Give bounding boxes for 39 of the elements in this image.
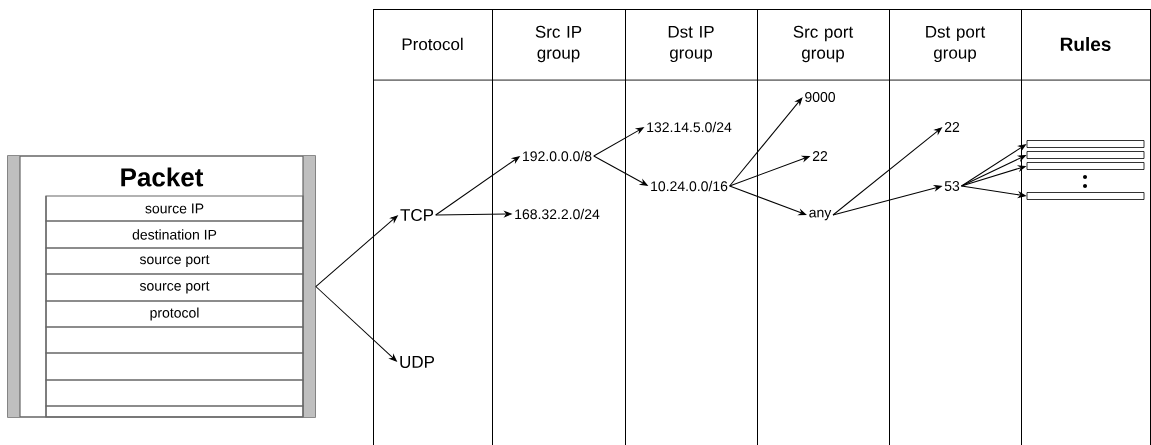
arrow <box>832 185 942 216</box>
value-label: 53 <box>944 181 960 191</box>
arrow <box>315 286 397 362</box>
rule-bar <box>1026 151 1145 159</box>
arrow <box>961 155 1026 187</box>
value-label: 9000 <box>805 92 836 102</box>
value-label: 22 <box>944 122 960 132</box>
empty-field <box>45 405 304 418</box>
arrow <box>593 127 644 157</box>
arrow <box>435 156 520 216</box>
packet-field: source IP <box>45 195 304 222</box>
value-label: 22 <box>812 151 828 161</box>
packet-field: destination IP <box>45 220 304 249</box>
value-label: any <box>809 209 832 221</box>
empty-field <box>45 352 304 381</box>
value-label: UDP <box>400 356 435 368</box>
value-label: 192.0.0.0/8 <box>523 150 592 162</box>
arrow <box>961 165 1026 187</box>
rule-bar <box>1026 192 1145 200</box>
arrow <box>435 211 512 217</box>
empty-field <box>45 326 304 354</box>
arrow <box>729 155 810 187</box>
arrow <box>315 215 398 287</box>
value-label: 10.24.0.0/16 <box>651 180 728 192</box>
arrow <box>593 155 648 186</box>
arrow <box>729 97 803 187</box>
packet-field: protocol <box>45 300 304 328</box>
value-label: 132.14.5.0/24 <box>647 121 732 133</box>
rule-bar <box>1026 140 1145 148</box>
rule-bar <box>1026 162 1145 170</box>
arrow <box>961 144 1026 187</box>
packet-field: source port <box>45 247 304 275</box>
arrow <box>729 185 807 216</box>
value-label: 168.32.2.0/24 <box>515 208 600 220</box>
value-label: TCP <box>400 209 434 222</box>
packet-field: source port <box>45 273 304 302</box>
empty-field <box>45 379 304 407</box>
arrow <box>832 127 942 216</box>
arrow <box>961 185 1026 198</box>
